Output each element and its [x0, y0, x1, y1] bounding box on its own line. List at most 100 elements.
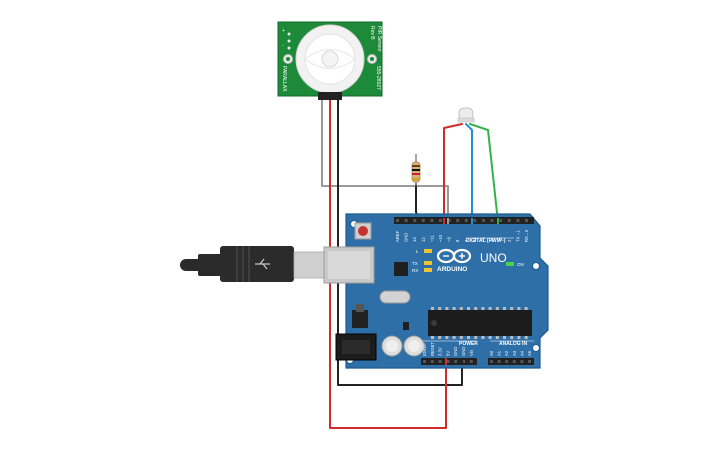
- header-pin-hole[interactable]: [454, 360, 458, 363]
- header-pin-hole[interactable]: [439, 219, 442, 222]
- header-pin-hole[interactable]: [446, 360, 450, 363]
- mcu-pin: [474, 307, 478, 310]
- header-pin-hole[interactable]: [473, 219, 477, 222]
- pir-sensor[interactable]: PIR Sensor Rev B 555-28027 PARALLAX + -: [277, 21, 383, 100]
- pin-label: A5: [527, 350, 532, 356]
- pin-label: TX→1: [515, 229, 520, 242]
- header-pin-hole[interactable]: [430, 360, 434, 363]
- header-pin-hole[interactable]: [525, 219, 528, 222]
- header-pin-hole[interactable]: [462, 360, 465, 363]
- led-label-rx: RX: [412, 268, 418, 273]
- wire-red-led[interactable]: [443, 123, 463, 223]
- header-pin-hole[interactable]: [438, 360, 442, 363]
- pin-label: 13: [412, 237, 417, 242]
- pin-label: 8: [455, 239, 460, 242]
- mcu-pin: [467, 307, 470, 310]
- mcu-pin: [510, 307, 514, 310]
- usb-cable[interactable]: [180, 246, 325, 282]
- pin-label: 5V: [445, 351, 450, 356]
- pin-label: GND: [453, 347, 458, 356]
- analog-header: [488, 358, 534, 365]
- mcu-pin: [445, 336, 449, 339]
- header-pin-hole[interactable]: [404, 219, 408, 222]
- mcu-pin: [431, 307, 434, 310]
- wire-blue-led[interactable]: [465, 123, 473, 223]
- header-pin-hole[interactable]: [507, 219, 511, 222]
- usb-chip: [394, 262, 408, 276]
- pin-label: ~5: [481, 237, 486, 242]
- pin-label: ~10: [438, 234, 443, 242]
- mcu-pin: [438, 336, 442, 339]
- header-pin-hole[interactable]: [490, 219, 494, 222]
- pin-label: A3: [512, 350, 517, 356]
- header-pin-hole[interactable]: [490, 360, 493, 363]
- mcu-pin: [467, 336, 470, 339]
- pin-label: ~11: [429, 235, 434, 242]
- mcu-pin: [517, 336, 521, 339]
- header-pin-hole[interactable]: [512, 360, 516, 363]
- header-pin-hole[interactable]: [469, 360, 473, 363]
- resistor[interactable]: [411, 154, 421, 186]
- header-pin-hole[interactable]: [528, 360, 531, 363]
- mcu-pin: [445, 307, 449, 310]
- header-pin-hole[interactable]: [447, 219, 451, 222]
- pin-label: 12: [421, 237, 426, 242]
- header-pin-hole[interactable]: [482, 219, 485, 222]
- pin-label: 2: [507, 239, 512, 242]
- header-pin-hole[interactable]: [520, 360, 524, 363]
- pin-label: ~9: [447, 237, 452, 242]
- pin-label: Vin: [469, 349, 474, 356]
- pin-label: IOREF: [422, 343, 427, 356]
- header-pin-hole[interactable]: [430, 219, 434, 222]
- header-pin-hole[interactable]: [421, 219, 425, 222]
- mcu-pin: [495, 307, 499, 310]
- header-pin-hole[interactable]: [396, 219, 399, 222]
- atmega-chip: [428, 307, 532, 339]
- pin-label: A2: [504, 350, 509, 356]
- pin-label: ~3: [498, 237, 503, 242]
- led-label-l: L: [416, 249, 419, 254]
- pin-label: 7: [464, 239, 469, 242]
- header-pin-hole[interactable]: [464, 219, 468, 222]
- pin-label: 4: [490, 239, 495, 242]
- pir-label-brand: PARALLAX: [281, 66, 287, 92]
- mcu-pin: [524, 336, 528, 339]
- mcu-pin: [481, 307, 485, 310]
- header-pin-hole[interactable]: [516, 219, 520, 222]
- mcu-pin: [481, 336, 485, 339]
- usb-symbol-icon: [255, 258, 270, 270]
- pir-label-part: 555-28027: [375, 66, 381, 90]
- mcu-pin: [431, 336, 434, 339]
- mcu-pin: [452, 336, 456, 339]
- mcu-pin: [510, 336, 514, 339]
- header-pin-hole[interactable]: [497, 360, 501, 363]
- mcu-pin: [488, 307, 492, 310]
- mcu-pin: [438, 307, 442, 310]
- pin-label: 3.3V: [438, 347, 443, 356]
- arduino-model: UNO: [480, 251, 507, 265]
- rgb-led[interactable]: [457, 107, 475, 123]
- wire-black-gnd[interactable]: [337, 99, 463, 386]
- wire-green-led[interactable]: [469, 123, 499, 223]
- pir-pin-minus: -: [282, 43, 284, 49]
- voltage-regulator: [352, 310, 368, 328]
- header-pin-hole[interactable]: [423, 360, 426, 363]
- pin-label: GND: [404, 233, 409, 242]
- header-pin-hole[interactable]: [456, 219, 460, 222]
- header-pin-hole[interactable]: [505, 360, 509, 363]
- mcu-pin: [488, 336, 492, 339]
- on-label: ON: [517, 262, 524, 267]
- wire-gray-signal[interactable]: [321, 99, 449, 223]
- digital-header: [394, 217, 534, 224]
- mcu-pin: [459, 336, 463, 339]
- crystal-oscillator: [379, 290, 411, 304]
- pin-label: GND: [461, 347, 466, 356]
- arduino-infinity-logo-icon: [436, 248, 472, 264]
- reset-button[interactable]: [354, 222, 372, 240]
- pin-label: ~6: [472, 237, 477, 242]
- header-pin-hole[interactable]: [413, 219, 417, 222]
- pin-label: RX←0: [524, 229, 529, 242]
- header-pin-hole[interactable]: [499, 219, 503, 222]
